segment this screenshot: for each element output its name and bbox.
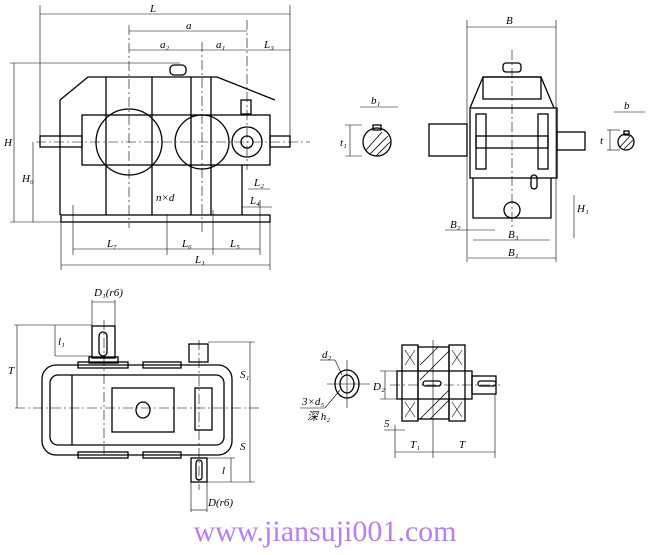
label-b: b xyxy=(624,100,630,112)
label-B: B xyxy=(506,15,513,27)
label-B2: B₂ xyxy=(450,219,461,231)
label-a2: a₂ xyxy=(160,39,170,51)
label-T1: T₁ xyxy=(410,439,420,451)
label-S: S xyxy=(240,441,246,453)
label-holes: 3×d₅ xyxy=(301,396,324,408)
key-section-output: b t xyxy=(600,100,645,151)
key-section-input: b₁ t₁ xyxy=(340,95,398,157)
label-D2: D₂ xyxy=(372,381,385,393)
label-l: l xyxy=(222,465,225,477)
bearing-detail: D₂ 5 T₁ T xyxy=(372,340,500,458)
label-nxd: n×d xyxy=(156,192,175,204)
label-T-bearing: T xyxy=(459,439,466,451)
label-l1: l₁ xyxy=(58,336,65,348)
watermark: www.jiansuji001.com xyxy=(193,515,457,548)
front-view: L a a₂ a₁ L₃ H H₀ L₂ L₄ n×d L₇ L₆ L₅ L₁ xyxy=(3,3,310,270)
label-d2: d₂ xyxy=(322,349,332,361)
label-L7: L₇ xyxy=(106,238,117,250)
flange-detail: d₂ 3×d₅ 深 h₂ xyxy=(300,349,370,423)
label-L4: L₄ xyxy=(249,195,260,207)
label-H: H xyxy=(3,137,13,149)
label-D1: D₁(r6) xyxy=(93,287,123,299)
label-depth: 深 h₂ xyxy=(307,410,330,423)
label-D: D(r6) xyxy=(207,497,233,509)
label-L5: L₅ xyxy=(229,238,240,250)
label-B1: B₁ xyxy=(508,247,519,259)
label-S1: S₁ xyxy=(240,369,250,381)
label-t: t xyxy=(600,135,604,147)
top-view: D₁(r6) l₁ T S₁ S l D(r6) xyxy=(8,287,260,512)
label-a1: a₁ xyxy=(216,39,226,51)
side-view: B B₃ B₁ B₂ H₁ xyxy=(428,15,589,262)
label-a: a xyxy=(186,20,192,32)
label-b1: b₁ xyxy=(371,95,381,107)
label-L: L xyxy=(149,3,156,15)
label-H1: H₁ xyxy=(576,203,589,215)
label-5: 5 xyxy=(384,418,390,430)
label-L2: L₂ xyxy=(253,177,264,189)
label-B3: B₃ xyxy=(508,229,519,241)
label-T: T xyxy=(8,365,15,377)
label-L6: L₆ xyxy=(181,238,192,250)
label-H0: H₀ xyxy=(21,173,34,185)
label-L3: L₃ xyxy=(263,39,274,51)
label-L1: L₁ xyxy=(194,254,205,266)
label-t1: t₁ xyxy=(340,137,347,149)
